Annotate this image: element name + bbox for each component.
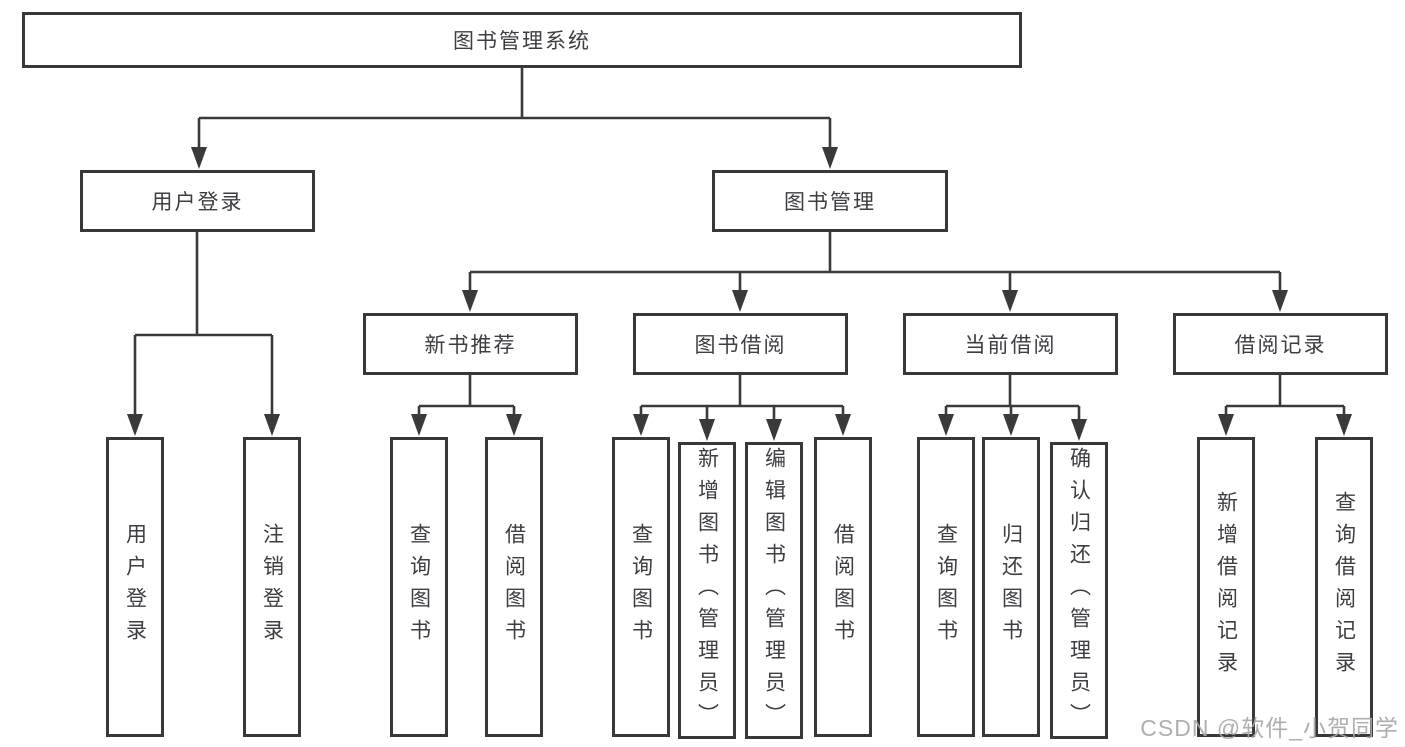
node-label: 注销登录: [260, 523, 284, 651]
node-label: 确认归还（管理员）: [1067, 446, 1091, 735]
leaf-borrow-books-1: 借阅图书: [485, 437, 543, 737]
node-borrow-records: 借阅记录: [1173, 313, 1388, 375]
leaf-search-books-1: 查询图书: [390, 437, 448, 737]
node-user-login: 用户登录: [80, 170, 315, 232]
node-label: 借阅记录: [1234, 334, 1327, 357]
leaf-confirm-return-admin: 确认归还（管理员）: [1050, 442, 1108, 739]
node-book-management: 图书管理: [712, 170, 948, 232]
leaf-search-books-3: 查询图书: [917, 437, 975, 737]
node-system-root: 图书管理系统: [22, 12, 1022, 68]
node-label: 借阅图书: [502, 523, 526, 651]
arrowheads: [127, 147, 1352, 441]
node-label: 编辑图书（管理员）: [762, 446, 786, 735]
node-label: 借阅图书: [831, 523, 855, 651]
node-label: 查询图书: [629, 523, 653, 651]
node-label: 新增借阅记录: [1214, 491, 1238, 683]
leaf-add-borrow-record: 新增借阅记录: [1197, 437, 1255, 737]
leaf-edit-books-admin: 编辑图书（管理员）: [745, 442, 803, 739]
node-label: 当前借阅: [964, 334, 1057, 357]
leaf-borrow-books-2: 借阅图书: [814, 437, 872, 737]
node-label: 查询借阅记录: [1332, 491, 1356, 683]
leaf-search-borrow-record: 查询借阅记录: [1315, 437, 1373, 737]
node-label: 查询图书: [934, 523, 958, 651]
node-label: 图书管理: [784, 191, 876, 214]
leaf-add-books-admin: 新增图书（管理员）: [678, 442, 736, 739]
csdn-watermark: CSDN @软件_小贺同学: [1140, 715, 1399, 741]
node-label: 用户登录: [123, 523, 147, 651]
node-label: 查询图书: [407, 523, 431, 651]
node-label: 新增图书（管理员）: [695, 446, 719, 735]
node-label: 图书管理系统: [453, 30, 591, 53]
leaf-return-books: 归还图书: [982, 437, 1040, 737]
leaf-search-books-2: 查询图书: [612, 437, 670, 737]
node-new-book-recommend: 新书推荐: [363, 313, 578, 375]
node-label: 图书借阅: [694, 334, 787, 357]
node-current-borrowing: 当前借阅: [903, 313, 1118, 375]
node-label: 新书推荐: [424, 334, 517, 357]
leaf-logout: 注销登录: [243, 437, 301, 737]
node-label: 归还图书: [999, 523, 1023, 651]
node-book-borrowing: 图书借阅: [633, 313, 848, 375]
node-label: 用户登录: [151, 191, 244, 214]
leaf-user-login: 用户登录: [106, 437, 164, 737]
